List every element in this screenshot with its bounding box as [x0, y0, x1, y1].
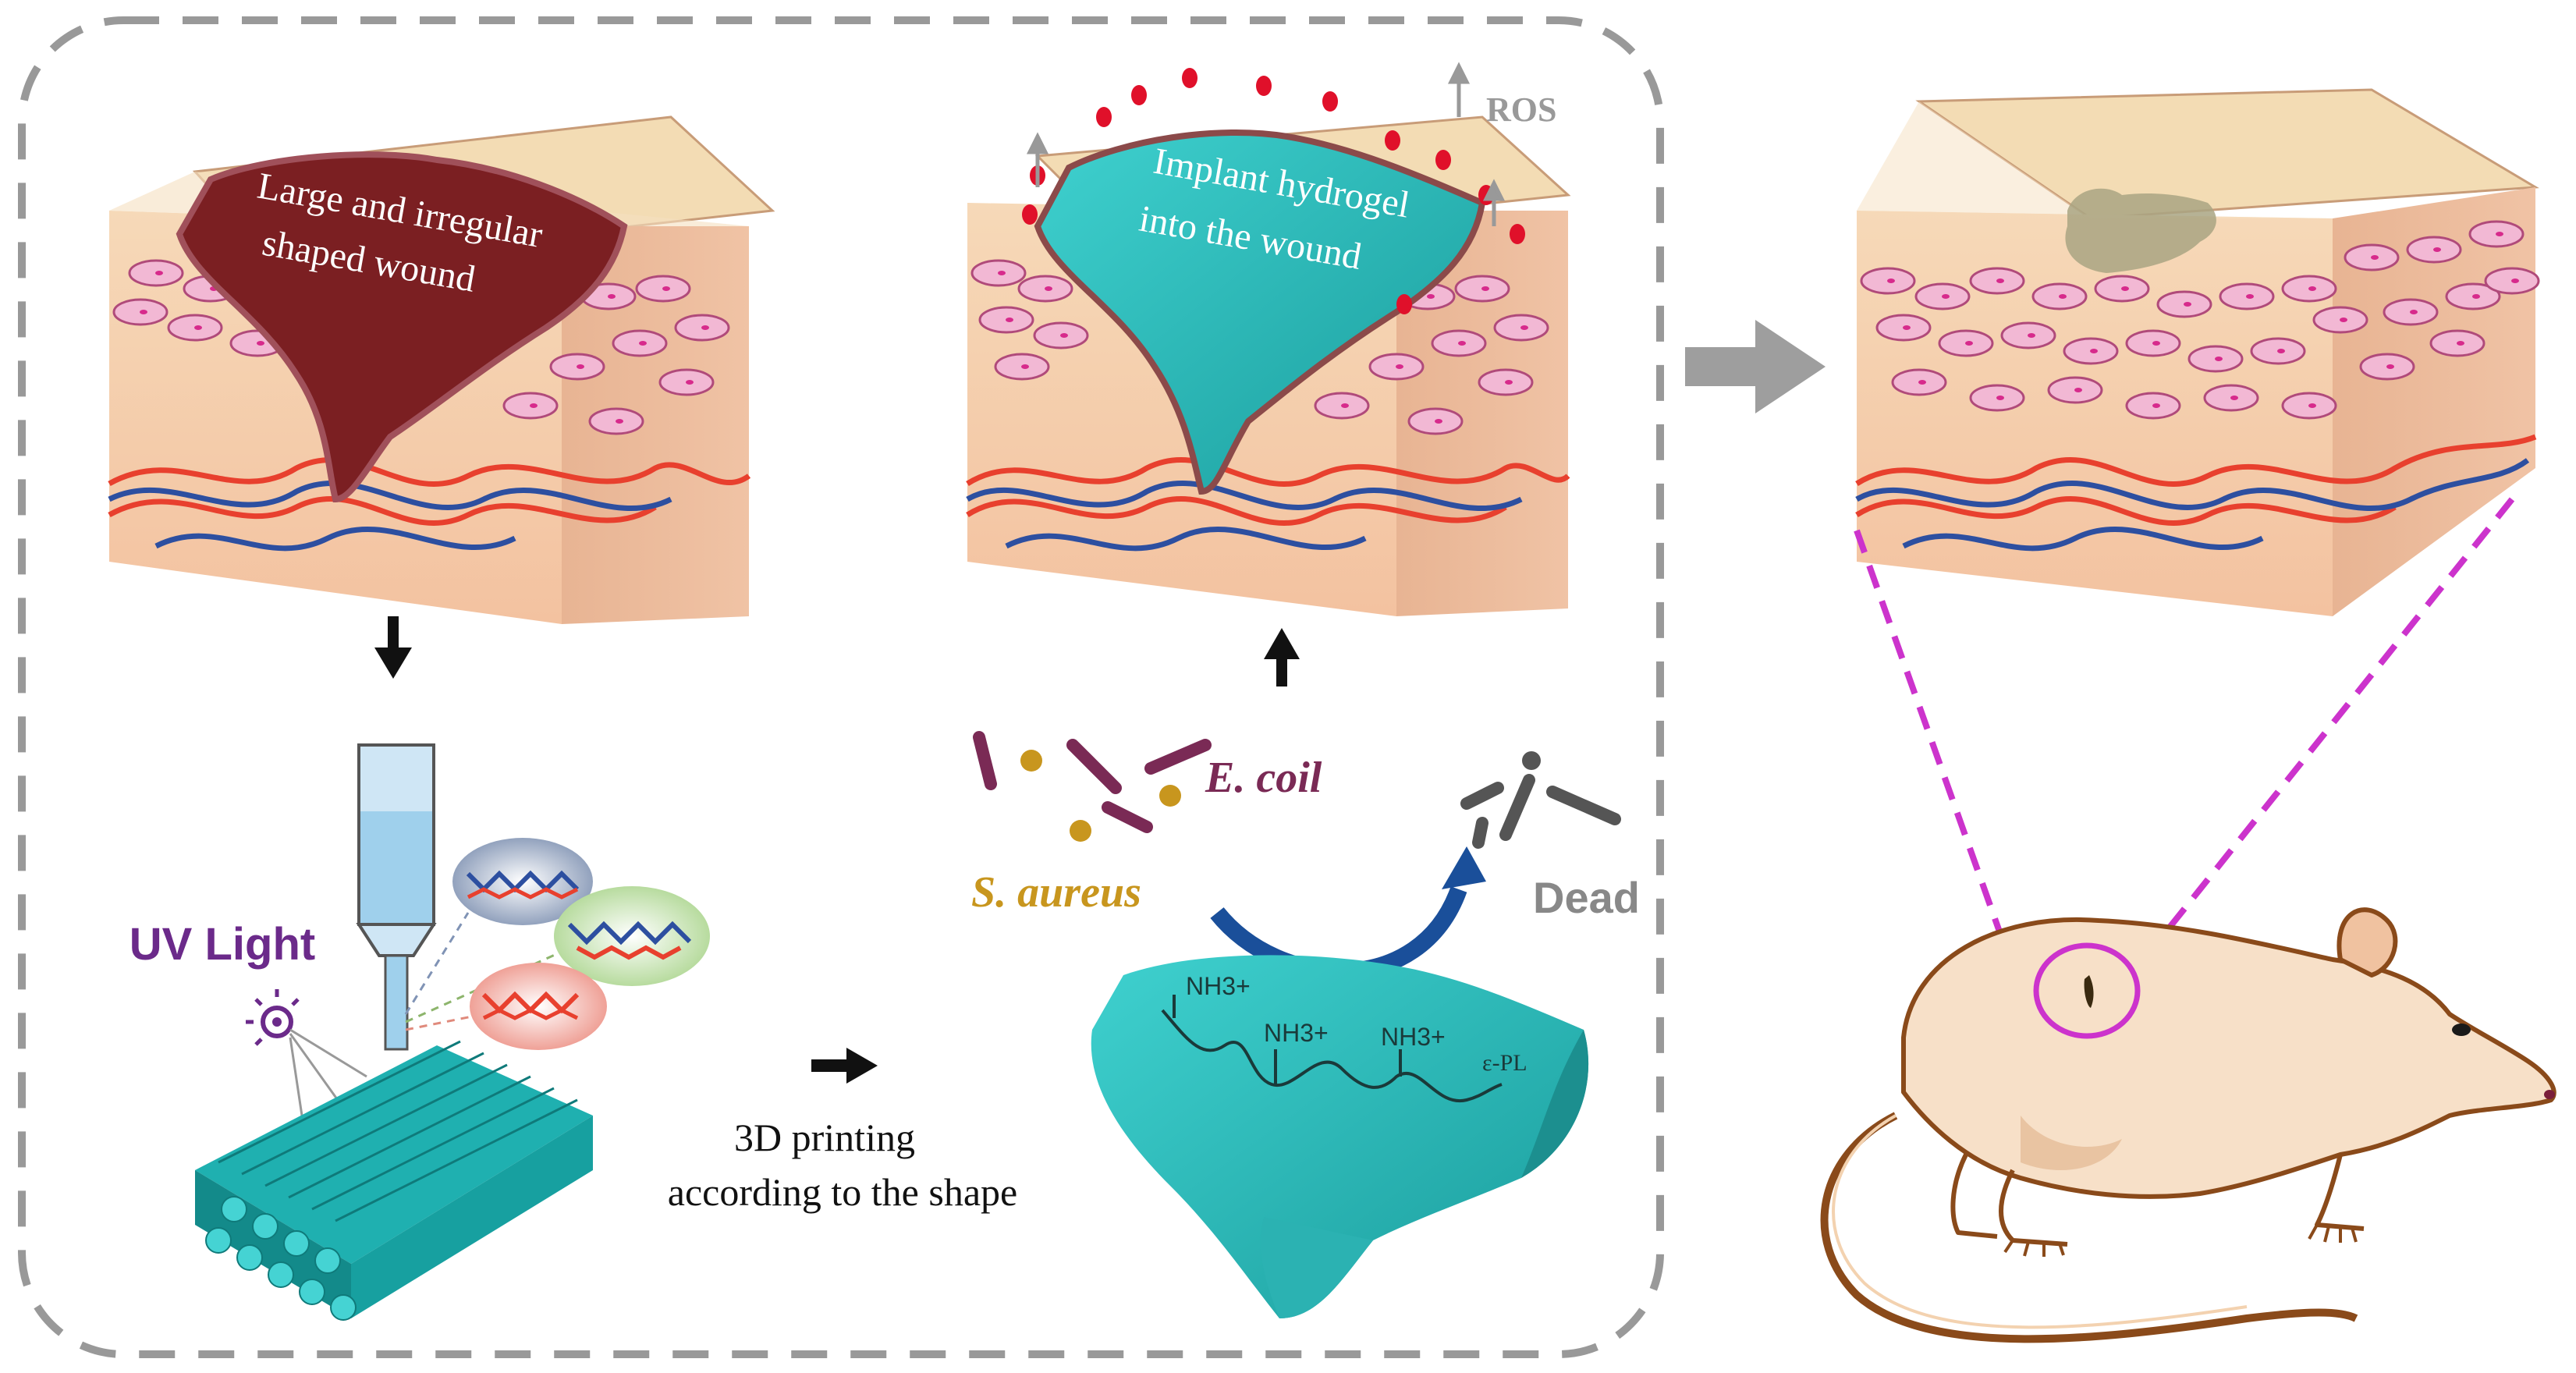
uv-light-label: UV Light: [130, 919, 315, 970]
skin-block-healed: [1855, 88, 2540, 616]
epl-label: ε-PL: [1482, 1050, 1528, 1076]
network-bubble-red: [470, 963, 607, 1050]
big-arrow-right: [1685, 320, 1826, 413]
rat-nose: [2544, 1090, 2555, 1099]
rat-eye: [2452, 1024, 2471, 1036]
rat-wound-circle: [2033, 942, 2141, 1039]
printing-label-line1: 3D printing: [734, 1116, 915, 1159]
dead-label: Dead: [1533, 873, 1640, 922]
arrow-right-1: [811, 1048, 878, 1084]
process-frame: [18, 16, 1664, 1358]
ros-label: ROS: [1486, 90, 1556, 129]
bacteria-group: E. coil S. aureus Dead: [971, 731, 1640, 980]
nh3-label-c: NH3+: [1381, 1023, 1446, 1051]
hydrogel-block: NH3+ NH3+ NH3+ ε-PL: [1091, 955, 1589, 1318]
ecoli-label: E. coil: [1205, 754, 1322, 802]
wound-shape: [176, 151, 628, 503]
skin-block-wound: Large and irregular shaped wound: [108, 115, 775, 624]
healed-patch: [2065, 188, 2216, 273]
skin-block-implant: Implant hydrogel into the wound ROS: [966, 62, 1571, 616]
arrow-up-1: [1264, 628, 1300, 686]
rat-wound-mark: [2084, 975, 2094, 1008]
hydrogel-in-wound: [1034, 129, 1486, 495]
rat-leg-shade: [2021, 1116, 2122, 1170]
printing-label-line2: according to the shape: [668, 1170, 1017, 1214]
uv-lamp-icon: [246, 989, 300, 1046]
printed-scaffold: [195, 1040, 593, 1321]
ros-dots: [1022, 68, 1525, 314]
network-bubble-green: [554, 886, 710, 986]
printing-setup: UV Light: [130, 743, 710, 1321]
dead-bacteria: [1460, 774, 1621, 849]
nh3-label-b: NH3+: [1264, 1019, 1329, 1047]
nh3-label-a: NH3+: [1186, 972, 1251, 1000]
rat-illustration: [1820, 907, 2556, 1343]
saureus-label: S. aureus: [971, 868, 1141, 917]
arrow-down-1: [374, 616, 412, 679]
zoom-lines: [1854, 497, 2515, 992]
